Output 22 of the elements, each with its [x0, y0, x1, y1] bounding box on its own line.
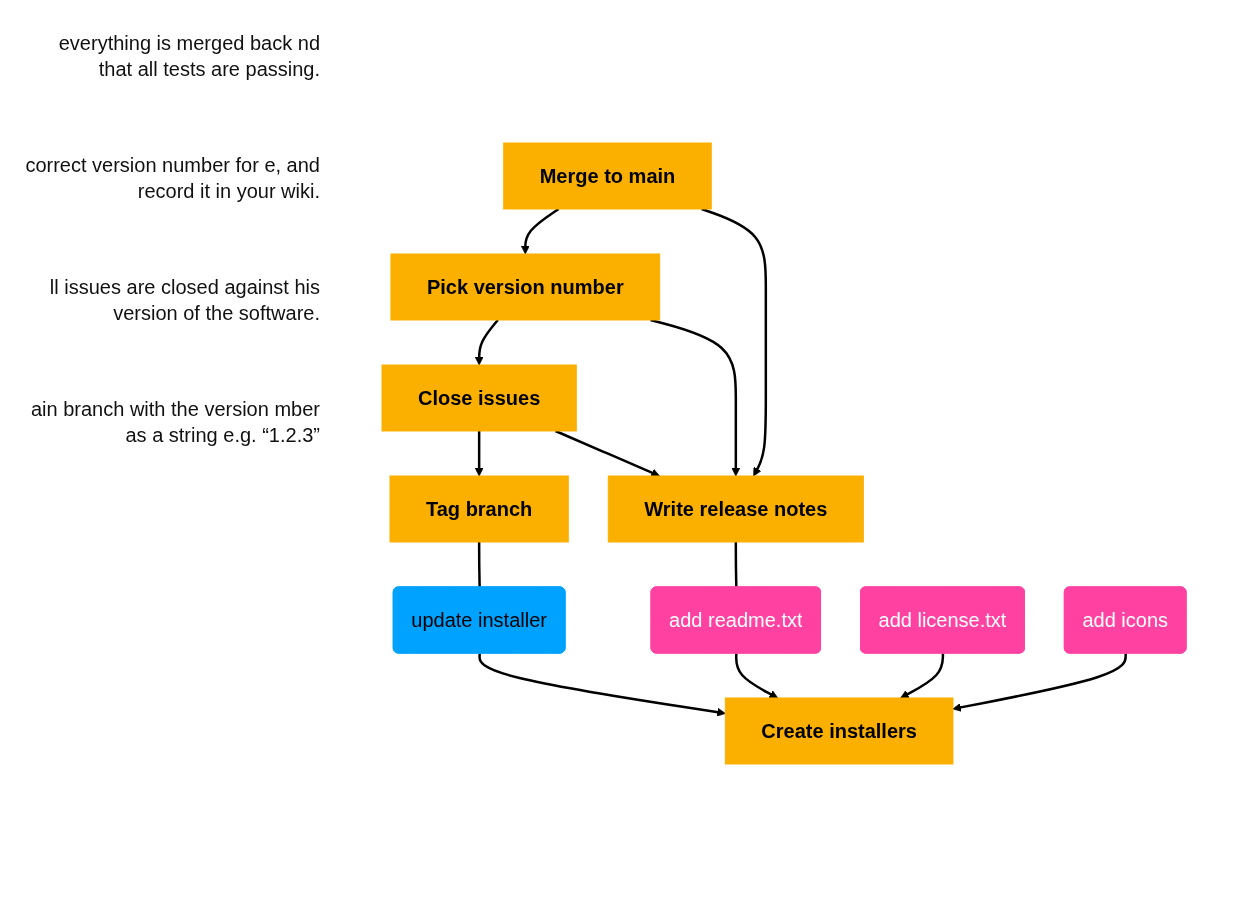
arrow: [521, 207, 560, 254]
arrow: [735, 652, 779, 698]
connector: [735, 541, 739, 587]
connector: [478, 541, 482, 588]
arrow: [475, 430, 485, 476]
note-text: ain branch with the version mber as a string e.g. “1.2.3”: [29, 397, 320, 448]
node-box: Pick version number: [390, 253, 661, 320]
arrow: [900, 652, 945, 698]
arrow: [701, 207, 768, 476]
node-box: Tag branch: [390, 475, 570, 542]
arrow: [478, 652, 727, 717]
note-text: everything is merged back nd that all tests are passing.: [57, 31, 320, 82]
note-text: ll issues are closed against his version of the software.: [48, 275, 320, 326]
node-box: Merge to main: [503, 142, 713, 209]
arrow: [650, 318, 741, 476]
arrow: [475, 318, 500, 365]
node-box: Close issues: [382, 364, 578, 431]
node-box: Create installers: [725, 697, 954, 764]
note-text: correct version number for e, and record it in your wiki.: [24, 153, 320, 204]
arrow: [953, 652, 1128, 712]
node-box: Write release notes: [608, 475, 865, 542]
arrow: [555, 429, 661, 477]
